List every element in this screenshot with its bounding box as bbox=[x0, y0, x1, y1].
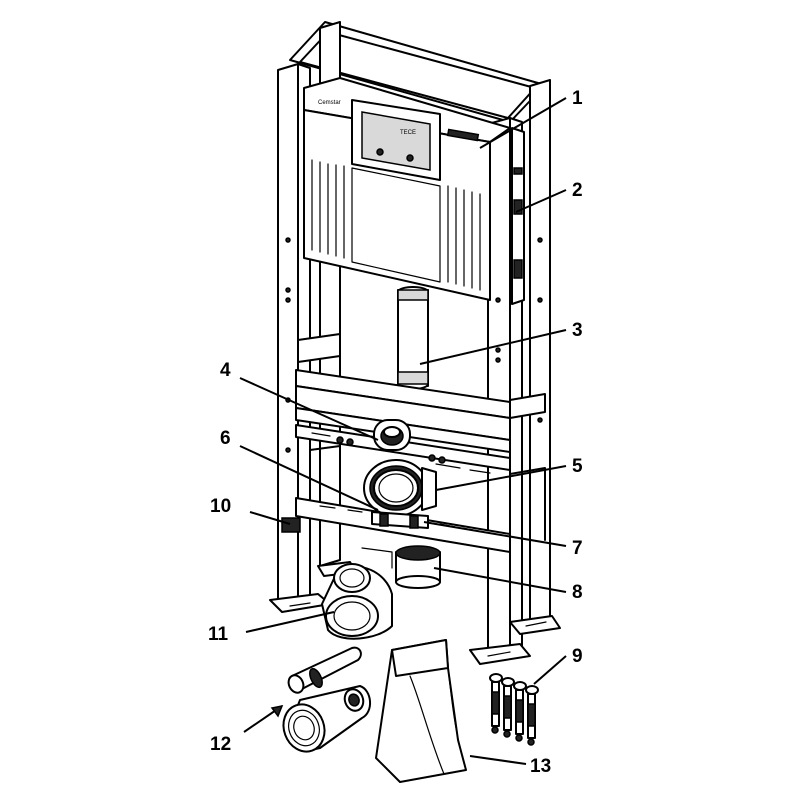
right-front-upright bbox=[487, 117, 511, 659]
connector-pipe-small bbox=[291, 646, 362, 691]
leader-7 bbox=[423, 521, 567, 547]
control-plate-brand: TECE bbox=[400, 130, 416, 136]
callout-2: 2 bbox=[572, 180, 583, 201]
callout-5: 5 bbox=[572, 456, 583, 477]
leader-4 bbox=[239, 377, 379, 441]
back-right-upright bbox=[529, 79, 551, 627]
leader-8 bbox=[433, 567, 567, 593]
cistern: TECE Cemstar bbox=[303, 77, 525, 305]
callout-11: 11 bbox=[208, 624, 229, 645]
waste-elbow-inlet bbox=[333, 563, 371, 593]
leader-9 bbox=[533, 655, 567, 685]
fixing-bolt bbox=[513, 681, 527, 742]
callout-4: 4 bbox=[220, 360, 231, 381]
left-bracket bbox=[297, 333, 341, 363]
fixing-bolt bbox=[489, 673, 503, 734]
callout-8: 8 bbox=[572, 582, 583, 603]
cistern-ribs bbox=[311, 159, 481, 291]
callouts: 1 2 3 4 5 6 7 8 9 10 11 12 13 bbox=[208, 88, 583, 777]
callout-7: 7 bbox=[572, 538, 583, 559]
flush-bend bbox=[373, 419, 411, 451]
height-adjuster bbox=[281, 517, 301, 533]
fixing-bolt bbox=[525, 685, 539, 746]
leader-3 bbox=[419, 329, 567, 365]
waste-elbow bbox=[321, 547, 393, 640]
fixing-bolt bbox=[501, 677, 515, 738]
right-bracket bbox=[509, 393, 546, 419]
callout-12: 12 bbox=[210, 734, 231, 755]
leader-2 bbox=[515, 189, 567, 213]
callout-10: 10 bbox=[210, 496, 231, 517]
leader-5 bbox=[435, 465, 567, 491]
connection-set bbox=[282, 646, 371, 753]
leader-12-arrowhead bbox=[270, 704, 284, 718]
back-right-foot bbox=[509, 615, 561, 635]
leader-6 bbox=[239, 445, 379, 511]
leader-10 bbox=[249, 511, 291, 525]
leader-13 bbox=[469, 755, 527, 765]
callout-1: 1 bbox=[572, 88, 583, 109]
waste-clamp bbox=[421, 467, 437, 511]
callout-13: 13 bbox=[530, 756, 551, 777]
flush-pipe bbox=[397, 286, 429, 390]
callout-6: 6 bbox=[220, 428, 231, 449]
cistern-label: Cemstar bbox=[318, 100, 341, 106]
leader-1 bbox=[479, 97, 567, 149]
leader-11 bbox=[245, 611, 335, 633]
protective-cover bbox=[375, 639, 467, 783]
waste-connector bbox=[363, 459, 437, 529]
drain-sleeve bbox=[395, 545, 441, 589]
callout-9: 9 bbox=[572, 646, 583, 667]
cistern-front-panel bbox=[351, 167, 441, 283]
callout-3: 3 bbox=[572, 320, 583, 341]
waste-ring-inner bbox=[373, 469, 419, 507]
fixing-bolts bbox=[489, 673, 539, 746]
